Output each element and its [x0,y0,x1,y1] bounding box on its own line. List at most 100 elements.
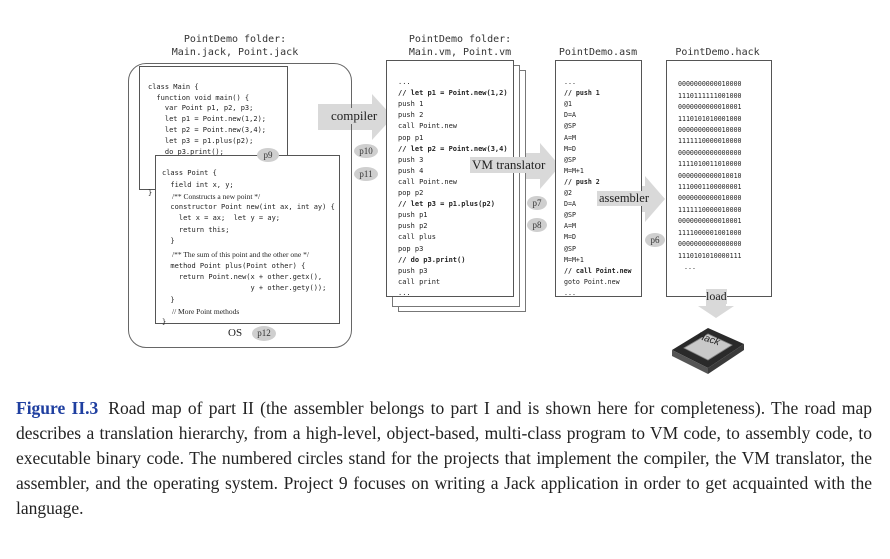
asm-line: M=D [564,233,576,242]
project-badge-p7: p7 [527,196,547,210]
hack-line: 0000000000010000 [678,80,742,89]
point-jack-comment: /** The sum of this point and the other … [172,250,309,260]
main-jack-line: let p1 = Point.new(1,2); [148,115,267,124]
hack-line: 0000000000000000 [678,148,742,157]
vm-comment: // let p3 = p1.plus(p2) [398,200,495,209]
vm-code-box [386,60,514,297]
asm-comment: // push 1 [564,89,600,98]
hack-line: 0000000000010001 [678,103,742,112]
asm-line: M=D [564,144,576,153]
asm-line: D=A [564,111,576,120]
vm-line: push p2 [398,222,428,231]
point-jack-line: field int x, y; [162,180,234,189]
main-jack-line: let p3 = p1.plus(p2); [148,136,254,145]
point-jack-line: return this; [162,225,230,234]
vm-line: pop p1 [398,133,424,142]
asm-code-box [555,60,642,297]
point-jack-line: class Point { [162,169,217,178]
point-jack-code: class Point { field int x, y; /** Constru… [162,157,335,328]
vm-comment: // let p1 = Point.new(1,2) [398,89,508,98]
hack-line: 0000000000010001 [678,217,742,226]
hack-line: 1110001100000001 [678,183,742,192]
asm-line: D=A [564,200,576,209]
vm-line: push 1 [398,100,424,109]
asm-line: A=M [564,133,576,142]
vm-comment: // do p3.print() [398,255,466,264]
load-label: load [706,289,727,304]
hack-line: 0000000000010010 [678,171,742,180]
asm-line: @2 [564,189,572,198]
hack-line: 0000000000000000 [678,240,742,249]
point-jack-comment: // More Point methods [172,306,240,316]
figure-caption-text: Road map of part II (the assembler belon… [16,398,873,518]
point-jack-box [155,155,340,324]
project-badge-p9: p9 [257,148,279,162]
jack-folder-header: PointDemo folder: Main.jack, Point.jack [150,33,320,59]
asm-line: M=M+1 [564,166,584,175]
jack-folder-files: Main.jack, Point.jack [171,47,299,58]
point-jack-line: constructor Point new(int ax, int ay) { [162,203,335,212]
hack-file-header: PointDemo.hack [675,47,760,58]
vm-code: ... // let p1 = Point.new(1,2) push 1 push … [398,66,508,299]
asm-line: ... [564,288,576,297]
main-jack-close-line: } [148,188,153,197]
asm-line: goto Point.new [564,277,620,286]
asm-file-header: PointDemo.asm [558,47,638,58]
vm-line: call print [398,277,441,286]
vm-line: ... [398,288,411,297]
vm-folder-files: Main.vm, Point.vm [408,47,512,58]
asm-line: ... [564,78,576,87]
vm-line: push 2 [398,111,424,120]
asm-line: @SP [564,155,576,164]
vm-line: call plus [398,233,436,242]
point-jack-line: } [162,295,175,304]
vm-comment: // let p2 = Point.new(3,4) [398,144,508,153]
project-badge-p6: p6 [645,233,665,247]
vm-translator-label: VM translator [470,157,548,173]
os-label: OS [228,327,243,339]
asm-line: @SP [564,211,576,220]
asm-line: @SP [564,122,576,131]
asm-comment: // call Point.new [564,266,632,275]
project-badge-p10: p10 [354,144,378,158]
os-box [128,63,352,348]
hack-code: 0000000000010000 1110111111001000 00000000… [678,68,742,273]
vm-folder-header: PointDemo folder: Main.vm, Point.vm [375,33,545,59]
point-jack-line: } [162,237,175,246]
hack-line: 0000000000010000 [678,126,742,135]
vm-line: push 3 [398,155,424,164]
point-jack-comment: /** Constructs a new point */ [172,191,261,201]
hack-line: 1110111111001000 [678,91,742,100]
asm-line: A=M [564,222,576,231]
vm-line: push p1 [398,211,428,220]
asm-line: M=M+1 [564,255,584,264]
vm-line: call Point.new [398,177,458,186]
project-badge-p8: p8 [527,218,547,232]
main-jack-line: class Main { [148,82,199,91]
vm-line: push 4 [398,166,424,175]
vm-line: ... [398,78,411,87]
hack-line: 1110101010000111 [678,251,742,260]
jack-folder-title: PointDemo folder: [183,34,287,45]
point-jack-line: method Point plus(Point other) { [162,261,306,270]
main-jack-line: function void main() { [148,93,250,102]
point-jack-line: let x = ax; let y = ay; [162,214,281,223]
hack-code-box [666,60,772,297]
project-badge-p11: p11 [354,167,378,181]
vm-line: pop p2 [398,189,424,198]
compiler-label: compiler [328,108,381,124]
point-jack-line: } [162,318,167,327]
project-badge-p12: p12 [252,326,276,341]
vm-folder-title: PointDemo folder: [408,34,512,45]
asm-comment: // push 2 [564,177,600,186]
point-jack-line: return Point.new(x + other.getx(), [162,272,323,281]
hack-line: 0000000000010000 [678,194,742,203]
hack-chip-icon [672,328,744,374]
hack-line: 1111110000010000 [678,137,742,146]
main-jack-line: let p2 = Point.new(3,4); [148,125,267,134]
hack-line: 1110101010001000 [678,114,742,123]
hack-line: 1111010011010000 [678,160,742,169]
assembler-label: assembler [597,191,651,206]
